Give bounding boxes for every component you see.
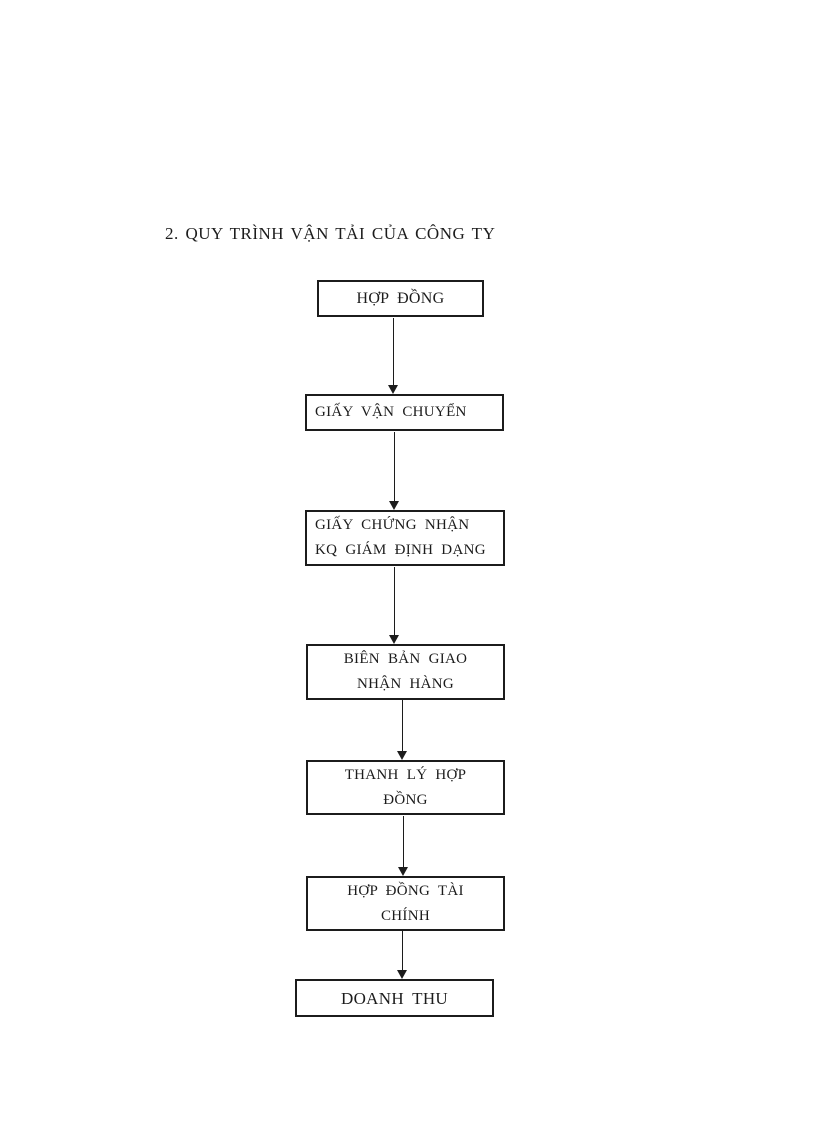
flow-node-label: DOANH THU bbox=[341, 988, 448, 1008]
flow-arrow-4 bbox=[397, 700, 408, 760]
arrow-down-icon bbox=[398, 867, 408, 876]
flow-arrow-2 bbox=[389, 432, 400, 510]
flow-node-giay-van-chuyen: GIẤY VẬN CHUYỂN bbox=[305, 394, 504, 431]
flow-node-thanh-ly-hop-dong: THANH LÝ HỢP ĐỒNG bbox=[306, 760, 505, 815]
section-heading: 2. QUY TRÌNH VẬN TẢI CỦA CÔNG TY bbox=[165, 224, 496, 243]
flow-arrow-6 bbox=[397, 931, 408, 979]
flow-node-hop-dong: HỢP ĐỒNG bbox=[317, 280, 484, 317]
flow-node-label: GIẤY VẬN CHUYỂN bbox=[315, 404, 467, 420]
arrow-down-icon bbox=[397, 970, 407, 979]
flow-node-label: HỢP ĐỒNG bbox=[356, 290, 445, 307]
arrow-line bbox=[401, 700, 403, 753]
arrow-line bbox=[392, 318, 394, 387]
flow-node-doanh-thu: DOANH THU bbox=[295, 979, 494, 1017]
flow-arrow-3 bbox=[389, 567, 400, 644]
arrow-line bbox=[393, 567, 395, 637]
arrow-line bbox=[393, 432, 395, 503]
arrow-down-icon bbox=[389, 501, 399, 510]
flow-node-hop-dong-tai-chinh: HỢP ĐỒNG TÀI CHÍNH bbox=[306, 876, 505, 931]
arrow-line bbox=[401, 931, 403, 972]
flow-arrow-1 bbox=[388, 318, 399, 394]
flow-node-label: GIẤY CHỨNG NHẬN KQ GIÁM ĐỊNH DẠNG bbox=[315, 517, 486, 558]
arrow-line bbox=[402, 816, 404, 869]
flow-node-label: BIÊN BẢN GIAO NHẬN HÀNG bbox=[343, 651, 468, 692]
flow-node-bien-ban-giao-nhan-hang: BIÊN BẢN GIAO NHẬN HÀNG bbox=[306, 644, 505, 700]
flow-node-giay-chung-nhan-kq-giam-dinh: GIẤY CHỨNG NHẬN KQ GIÁM ĐỊNH DẠNG bbox=[305, 510, 505, 566]
flow-node-label: THANH LÝ HỢP ĐỒNG bbox=[344, 766, 467, 808]
flow-arrow-5 bbox=[398, 816, 409, 876]
arrow-down-icon bbox=[397, 751, 407, 760]
arrow-down-icon bbox=[389, 635, 399, 644]
flow-node-label: HỢP ĐỒNG TÀI CHÍNH bbox=[347, 882, 464, 924]
arrow-down-icon bbox=[388, 385, 398, 394]
